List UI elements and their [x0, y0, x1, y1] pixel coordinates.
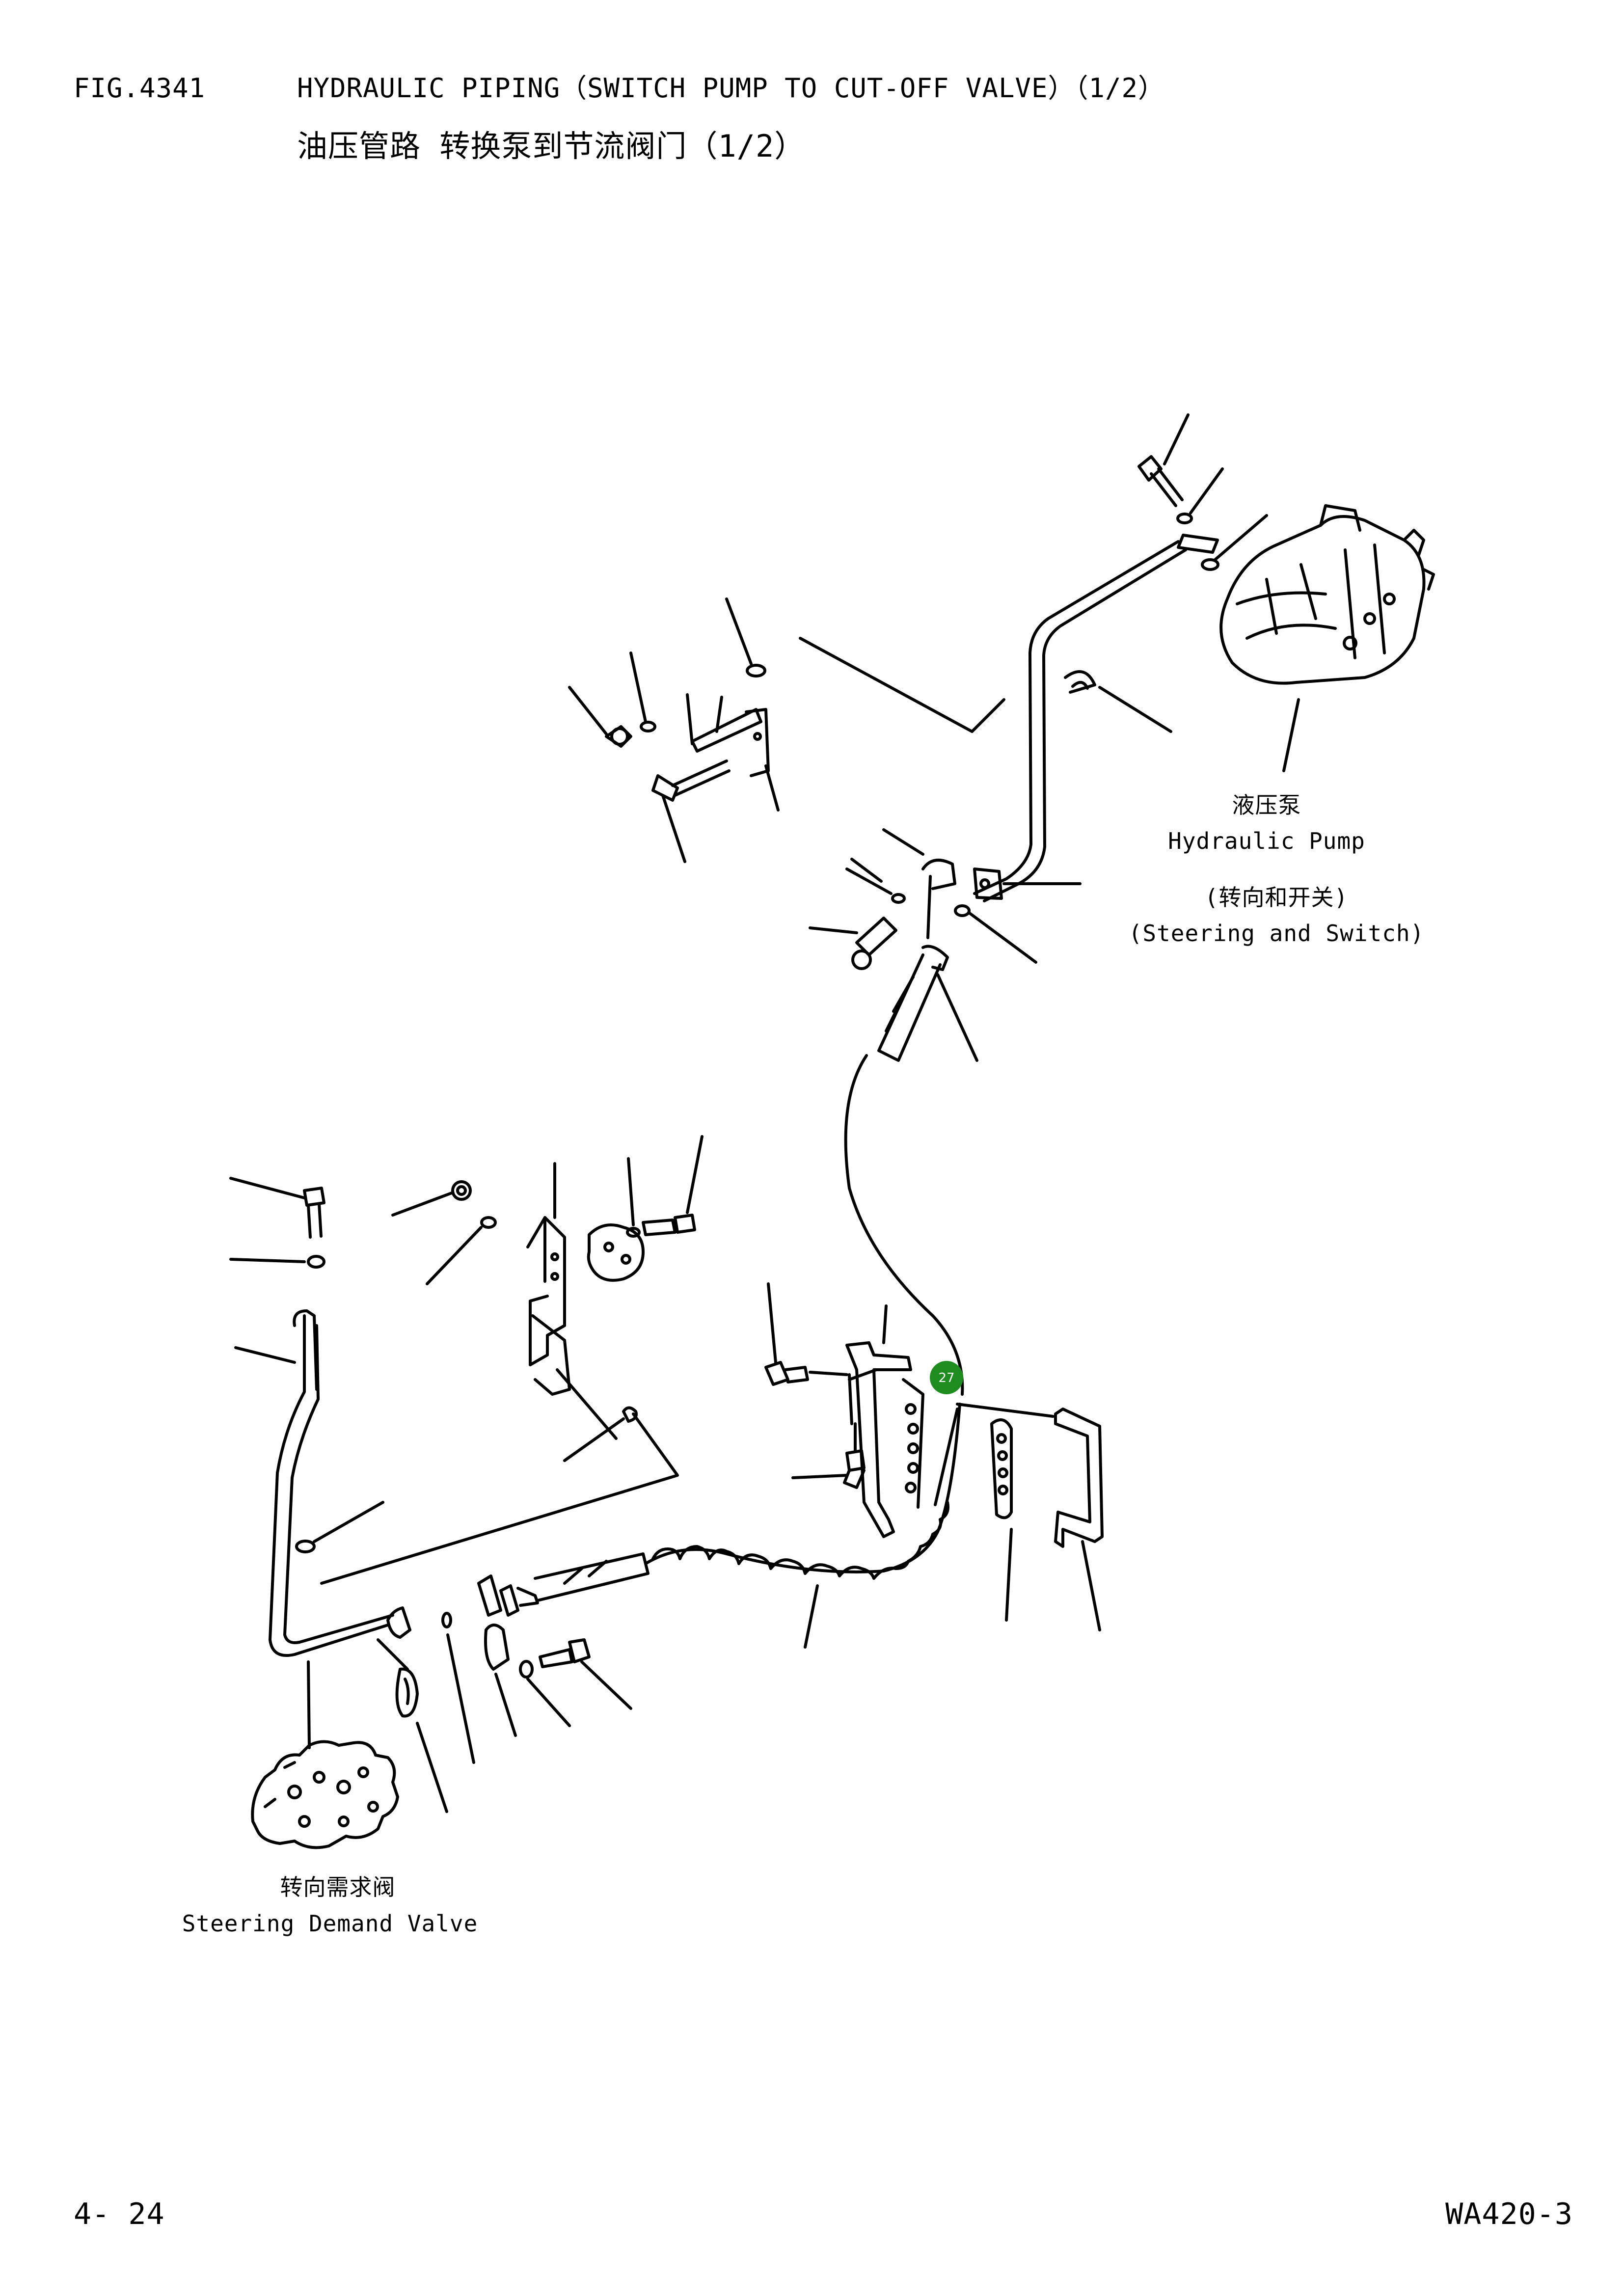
hydraulic-pump-label-en: Hydraulic Pump	[1168, 828, 1365, 854]
pump-bolt	[1137, 413, 1268, 571]
callout-27: 27	[930, 1361, 963, 1394]
steering-valve-label-cn: 转向需求阀	[280, 1874, 396, 1900]
protective-sleeve	[644, 1403, 961, 1649]
right-bolt-small	[626, 1135, 704, 1238]
bent-bracket	[1005, 1408, 1104, 1631]
steering-switch-label-en: (Steering and Switch)	[1128, 920, 1425, 947]
small-ring-link	[320, 1406, 679, 1585]
steering-valve-label-en: Steering Demand Valve	[182, 1910, 478, 1937]
lower-hose-fitting	[477, 1552, 650, 1617]
mounting-bracket	[526, 1162, 618, 1440]
figure-number: FIG.4341	[74, 73, 206, 104]
machine-model: WA420-3	[1445, 2197, 1573, 2231]
hydraulic-pump-label-cn: 液压泵	[1232, 792, 1301, 818]
figure-title-en: HYDRAULIC PIPING（SWITCH PUMP TO CUT-OFF …	[297, 73, 1165, 104]
left-bolt-set	[229, 1177, 325, 1269]
vertical-stud	[791, 1373, 866, 1489]
pipe-flange	[809, 828, 1082, 970]
callout-number: 27	[938, 1371, 954, 1385]
figure-title-cn: 油压管路 转换泵到节流阀门（1/2）	[297, 128, 806, 164]
hose-clamp-pad	[934, 1408, 1013, 1519]
lower-clamp-bolt	[484, 1624, 632, 1737]
steering-switch-label-cn: (转向和开关)	[1204, 884, 1349, 911]
pump-outlet-pipe	[973, 534, 1219, 902]
steering-demand-valve	[251, 1740, 399, 1849]
hose-end-fitting	[877, 945, 978, 1062]
rubber-mount	[587, 1223, 645, 1282]
page-number: 4- 24	[74, 2197, 165, 2231]
nut-washer	[391, 1180, 497, 1285]
pump-leader	[1282, 698, 1300, 772]
hydraulic-pump	[1219, 504, 1435, 685]
pipe-oring-clamp	[377, 1638, 448, 1813]
pipe-u-clamp	[1064, 670, 1172, 733]
clip-bolt	[764, 1282, 848, 1386]
left-bent-pipe	[234, 1309, 475, 1764]
flexible-hose	[844, 1054, 964, 1396]
upper-bracket-assembly	[568, 597, 1005, 863]
hose-clip-plate	[845, 1304, 1055, 1538]
